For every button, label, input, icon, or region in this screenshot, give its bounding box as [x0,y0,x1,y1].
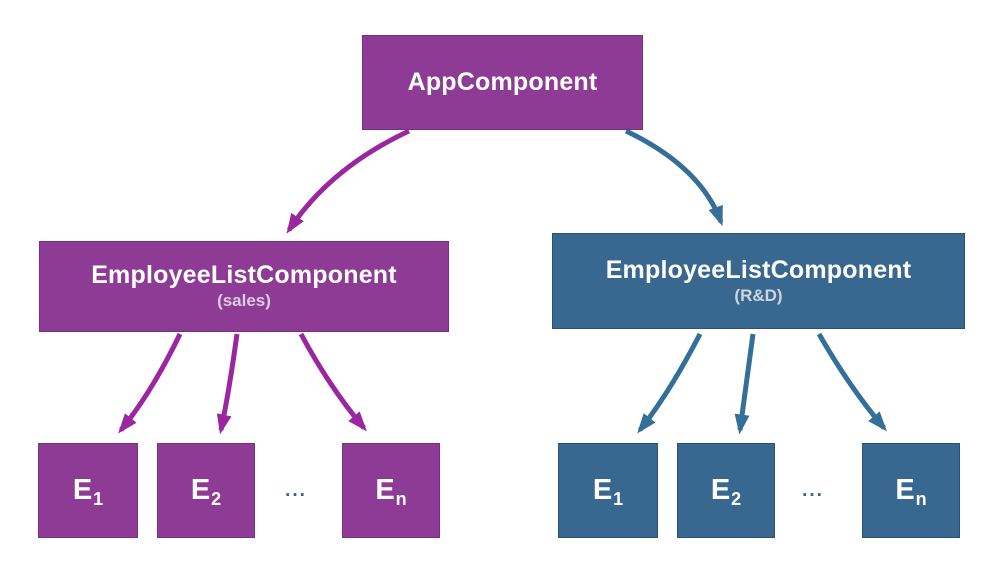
node-label: AppComponent [407,68,598,97]
edge-rnd-to-en [816,332,887,432]
leaf-label: E1 [592,474,624,509]
leaf-label: E1 [72,474,104,509]
node-sublabel: (R&D) [734,285,783,305]
ellipsis: ... [285,480,307,501]
employee-node-rnd-en: En [862,443,960,538]
leaf-label: En [895,474,927,509]
employee-node-rnd-e1: E1 [558,443,658,538]
edge-sales-to-e1 [118,332,183,434]
leaf-label: E2 [710,474,742,509]
node-sublabel: (sales) [217,291,271,311]
edge-app-to-rnd [624,128,724,227]
employee-node-sales-e2: E2 [157,443,255,538]
ellipsis: ... [802,480,824,501]
employee-list-rnd-node: EmployeeListComponent (R&D) [552,233,965,329]
edge-sales-to-e2 [216,333,240,435]
app-component-node: AppComponent [362,35,643,130]
edge-rnd-to-e1 [637,332,703,434]
employee-list-sales-node: EmployeeListComponent (sales) [39,241,449,332]
node-label: EmployeeListComponent [91,261,397,290]
edge-sales-to-en [298,332,367,432]
employee-node-rnd-e2: E2 [677,443,775,538]
edge-rnd-to-e2 [734,333,756,435]
leaf-label: E2 [190,474,222,509]
edge-app-to-sales [286,128,411,234]
employee-node-sales-e1: E1 [38,443,138,538]
node-label: EmployeeListComponent [605,255,912,284]
employee-node-sales-en: En [342,443,440,538]
leaf-label: En [375,474,407,509]
